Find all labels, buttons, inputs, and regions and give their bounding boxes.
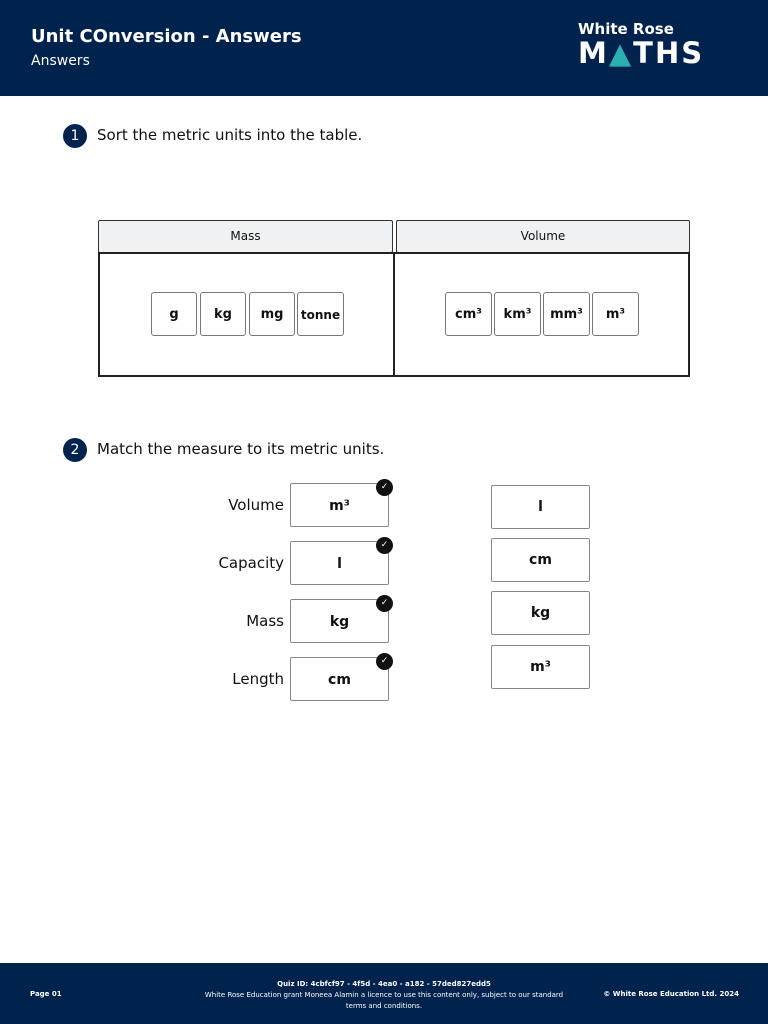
logo-line2: M▲THS: [578, 38, 704, 68]
match-label: Capacity: [218, 554, 284, 572]
question-number-2: 2: [63, 438, 87, 462]
footer-info: Quiz ID: 4cbfcf97 - 4f5d - 4ea0 - a182 -…: [200, 979, 568, 1012]
check-icon: ✓: [376, 653, 393, 670]
licence-text: White Rose Education grant Moneea Alamin…: [204, 991, 564, 1010]
option-tile[interactable]: l: [491, 485, 590, 529]
drop-zone-mass[interactable]: [98, 252, 395, 377]
copyright: © White Rose Education Ltd. 2024: [603, 990, 739, 998]
page-subtitle: Answers: [31, 53, 90, 69]
unit-tile[interactable]: mm³: [543, 292, 590, 336]
logo-ths: THS: [633, 36, 705, 70]
drop-zone-volume[interactable]: [393, 252, 690, 377]
question-number-1: 1: [63, 124, 87, 148]
answer-slot[interactable]: kg: [290, 599, 389, 643]
quiz-id: Quiz ID: 4cbfcf97 - 4f5d - 4ea0 - a182 -…: [277, 980, 491, 988]
logo-triangle-icon: ▲: [608, 36, 634, 70]
match-label: Length: [232, 670, 284, 688]
unit-tile[interactable]: cm³: [445, 292, 492, 336]
page-number: Page 01: [30, 990, 62, 998]
header: Unit COnversion - Answers Answers White …: [0, 0, 768, 96]
option-tile[interactable]: kg: [491, 591, 590, 635]
answer-slot[interactable]: cm: [290, 657, 389, 701]
question-1-text: Sort the metric units into the table.: [97, 126, 363, 144]
answer-slot[interactable]: l: [290, 541, 389, 585]
match-label: Volume: [228, 496, 284, 514]
footer: Page 01 Quiz ID: 4cbfcf97 - 4f5d - 4ea0 …: [0, 963, 768, 1024]
question-2-text: Match the measure to its metric units.: [97, 440, 385, 458]
answer-slot[interactable]: m³: [290, 483, 389, 527]
check-icon: ✓: [376, 479, 393, 496]
option-tile[interactable]: m³: [491, 645, 590, 689]
page-title: Unit COnversion - Answers: [31, 26, 302, 47]
option-tile[interactable]: cm: [491, 538, 590, 582]
column-header-volume: Volume: [396, 220, 690, 253]
unit-tile[interactable]: tonne: [297, 292, 344, 336]
unit-tile[interactable]: kg: [200, 292, 246, 336]
white-rose-maths-logo: White Rose M▲THS: [578, 20, 704, 68]
unit-tile[interactable]: m³: [592, 292, 639, 336]
unit-tile[interactable]: km³: [494, 292, 541, 336]
check-icon: ✓: [376, 537, 393, 554]
logo-m: M: [578, 36, 609, 70]
check-icon: ✓: [376, 595, 393, 612]
logo-line1: White Rose: [578, 20, 674, 38]
unit-tile[interactable]: mg: [249, 292, 295, 336]
column-header-mass: Mass: [98, 220, 393, 253]
match-label: Mass: [246, 612, 284, 630]
unit-tile[interactable]: g: [151, 292, 197, 336]
